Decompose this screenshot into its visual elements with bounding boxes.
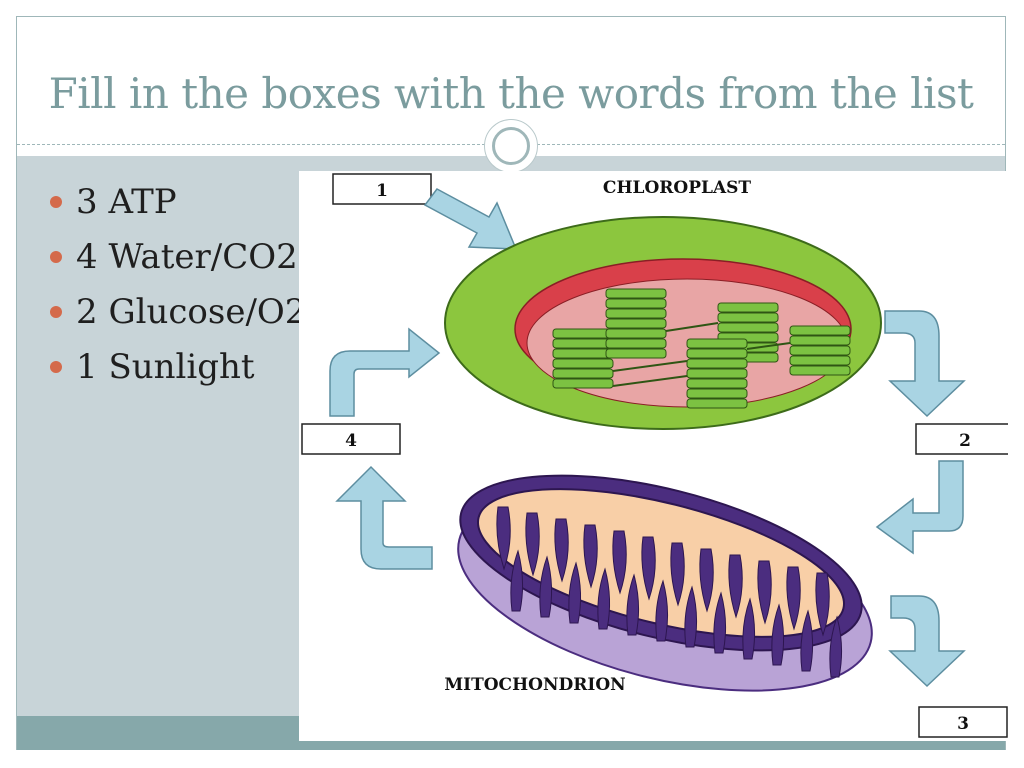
thylakoid-disc (717, 302, 779, 313)
list-item-text: 3 ATP (76, 182, 177, 222)
label-box-2: 2 (915, 423, 1008, 455)
crista-fold (684, 585, 698, 648)
list-item: 2 Glucose/O2 (48, 290, 308, 345)
list-item-text: 4 Water/CO2 (76, 237, 298, 277)
list-item-text: 1 Sunlight (76, 347, 255, 387)
thylakoid-disc (717, 312, 779, 323)
list-item-text: 2 Glucose/O2 (76, 292, 307, 332)
crista-fold (554, 518, 569, 583)
crista-fold (641, 536, 656, 601)
thylakoid-disc (552, 378, 614, 389)
crista-fold (525, 512, 540, 577)
crista-fold (655, 579, 669, 642)
crista-fold (800, 609, 814, 672)
crista-fold (510, 549, 524, 612)
title-area: Fill in the boxes with the words from th… (17, 17, 1005, 143)
thylakoid-disc (552, 338, 614, 349)
ornament-ring (492, 127, 530, 165)
crista-fold (742, 597, 756, 660)
crista-fold (597, 567, 611, 630)
arrow-into-chloroplast-icon (329, 327, 441, 417)
list-item: 1 Sunlight (48, 345, 308, 400)
bullet-dot-icon (50, 306, 62, 318)
crista-fold (786, 566, 801, 631)
thylakoid-disc (686, 378, 748, 389)
crista-fold (757, 560, 772, 625)
grana (552, 288, 851, 409)
thylakoid-disc (552, 328, 614, 339)
thylakoid-disc (605, 348, 667, 359)
thylakoid-disc (686, 368, 748, 379)
thylakoid-disc (686, 388, 748, 399)
crista-fold (815, 572, 830, 637)
thylakoid-disc (686, 338, 748, 349)
crista-fold (699, 548, 714, 613)
thylakoid-disc (789, 335, 851, 346)
stroma-lamella (612, 375, 688, 387)
stroma-lamella (746, 342, 791, 350)
cristae (496, 506, 843, 678)
label-box-number: 4 (345, 431, 357, 451)
thylakoid-disc (605, 288, 667, 299)
bullet-dot-icon (50, 196, 62, 208)
list-item: 3 ATP (48, 180, 308, 235)
thylakoid-disc (552, 358, 614, 369)
stroma-lamella (665, 322, 719, 332)
bullet-dot-icon (50, 251, 62, 263)
crista-fold (670, 542, 685, 607)
list-item: 4 Water/CO2 (48, 235, 308, 290)
arrow-sunlight-icon (423, 188, 518, 250)
crista-fold (539, 555, 553, 618)
cycle-diagram: 1 4 2 3 CHLOROPLAST MITOCHONDRION (299, 171, 1008, 741)
thylakoid-disc (717, 322, 779, 333)
chloroplast-label: CHLOROPLAST (603, 178, 751, 198)
mitochondrion-illustration (457, 474, 873, 692)
thylakoid-disc (605, 298, 667, 309)
thylakoid-disc (686, 358, 748, 369)
label-box-4: 4 (301, 423, 401, 455)
thylakoid-disc (789, 325, 851, 336)
label-box-1: 1 (332, 173, 432, 205)
mitochondrion-label: MITOCHONDRION (444, 675, 625, 695)
crista-fold (496, 506, 511, 571)
slide-title: Fill in the boxes with the words from th… (48, 69, 974, 118)
crista-fold (713, 591, 727, 654)
arrow-atp-out-icon (888, 595, 966, 688)
crista-fold (568, 561, 582, 624)
label-box-number: 2 (959, 431, 971, 451)
thylakoid-disc (789, 355, 851, 366)
divider-circle-ornament (484, 119, 538, 173)
thylakoid-disc (789, 365, 851, 376)
thylakoid-disc (605, 338, 667, 349)
thylakoid-disc (686, 348, 748, 359)
crista-fold (829, 615, 843, 678)
stroma-lamella (612, 360, 688, 372)
thylakoid-disc (605, 318, 667, 329)
thylakoid-disc (552, 368, 614, 379)
label-box-3: 3 (918, 706, 1008, 738)
thylakoid-disc (605, 308, 667, 319)
label-box-number: 1 (376, 181, 388, 201)
bullet-dot-icon (50, 361, 62, 373)
crista-fold (583, 524, 598, 589)
arrow-into-mitochondrion-icon (875, 460, 964, 555)
crista-fold (612, 530, 627, 595)
thylakoid-disc (605, 328, 667, 339)
crista-fold (626, 573, 640, 636)
label-box-number: 3 (957, 714, 969, 734)
chloroplast-illustration (444, 216, 882, 430)
thylakoid-disc (686, 398, 748, 409)
crista-fold (771, 603, 785, 666)
cycle-diagram-svg: 1 4 2 3 CHLOROPLAST MITOCHONDRION (301, 173, 1008, 738)
thylakoid-disc (789, 345, 851, 356)
arrow-chloroplast-out-icon (884, 310, 966, 418)
crista-fold (728, 554, 743, 619)
thylakoid-disc (552, 348, 614, 359)
arrow-mitochondrion-out-icon (335, 465, 433, 570)
word-list: 3 ATP 4 Water/CO2 2 Glucose/O2 1 Sunligh… (48, 180, 308, 400)
